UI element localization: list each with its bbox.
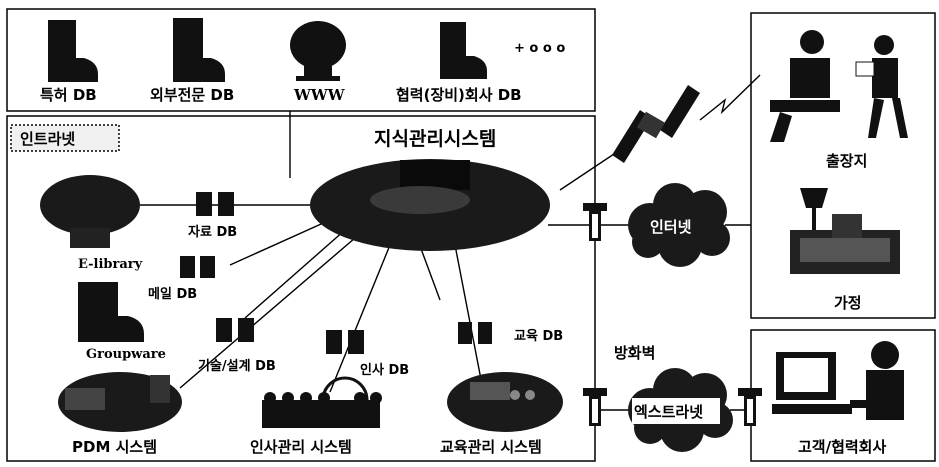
hr-system-label: 인사관리 시스템 [250,438,352,456]
external-expert-db-label: 외부전문 DB [150,86,234,104]
tech-design-db-icon [216,318,254,342]
business-person-walking-icon [855,35,908,138]
edu-db-icon [458,322,492,344]
firewall-post-top [583,203,607,241]
data-db-icon [196,192,234,216]
customer-partner-label: 고객/협력회사 [798,438,886,456]
hr-people-icon [262,376,382,428]
edu-system-label: 교육관리 시스템 [440,438,542,456]
internet-cloud-icon [628,183,730,267]
groupware-label: Groupware [86,347,166,362]
elibrary-label: E-library [78,257,143,272]
extranet-label: 엑스트라넷 [634,403,703,421]
patent-db-icon [48,20,98,82]
edu-system-icon [447,372,563,432]
remote-users-frame [750,12,936,319]
kms-server-icon [310,159,550,251]
extranet-label-box [632,398,720,424]
business-person-sitting-icon [770,30,840,142]
data-db-label: 자료 DB [188,225,237,240]
partner-db-icon [440,22,487,79]
computer-user-icon [772,341,904,420]
home-sofa-icon [790,188,900,274]
hr-db-label: 인사 DB [360,362,409,378]
intranet-tag-box [10,124,120,152]
wireless-link [699,74,761,121]
www-globe-icon [290,21,346,81]
external-expert-db-icon [173,18,225,82]
mail-db-icon [180,256,215,278]
hr-db-icon [326,330,364,354]
mail-db-label: 메일 DB [148,287,197,302]
www-label: WWW [293,86,346,104]
home-label: 가정 [834,294,862,312]
edu-db-label: 교육 DB [514,328,563,344]
patent-db-label: 특허 DB [40,86,97,104]
groupware-icon [78,282,144,342]
partner-db-label: 협력(장비)회사 DB [396,86,522,104]
tech-design-db-label: 기술/설계 DB [198,359,276,374]
satellite-icon [612,85,700,163]
internet-label: 인터넷 [650,218,692,236]
pdm-system-icon [58,372,182,432]
firewall-label: 방화벽 [614,344,655,362]
intranet-tag: 인트라넷 [20,130,75,148]
intranet-frame [6,115,596,462]
kms-title: 지식관리시스템 [374,128,496,150]
business-trip-label: 출장지 [826,152,867,170]
firewall-post-bottom-left [583,388,607,426]
elibrary-icon [40,175,140,248]
firewall-post-bottom-right [738,388,762,426]
pdm-system-label: PDM 시스템 [72,438,157,456]
more-sources-label: + o o o [514,41,565,56]
external-sources-frame [6,8,596,112]
